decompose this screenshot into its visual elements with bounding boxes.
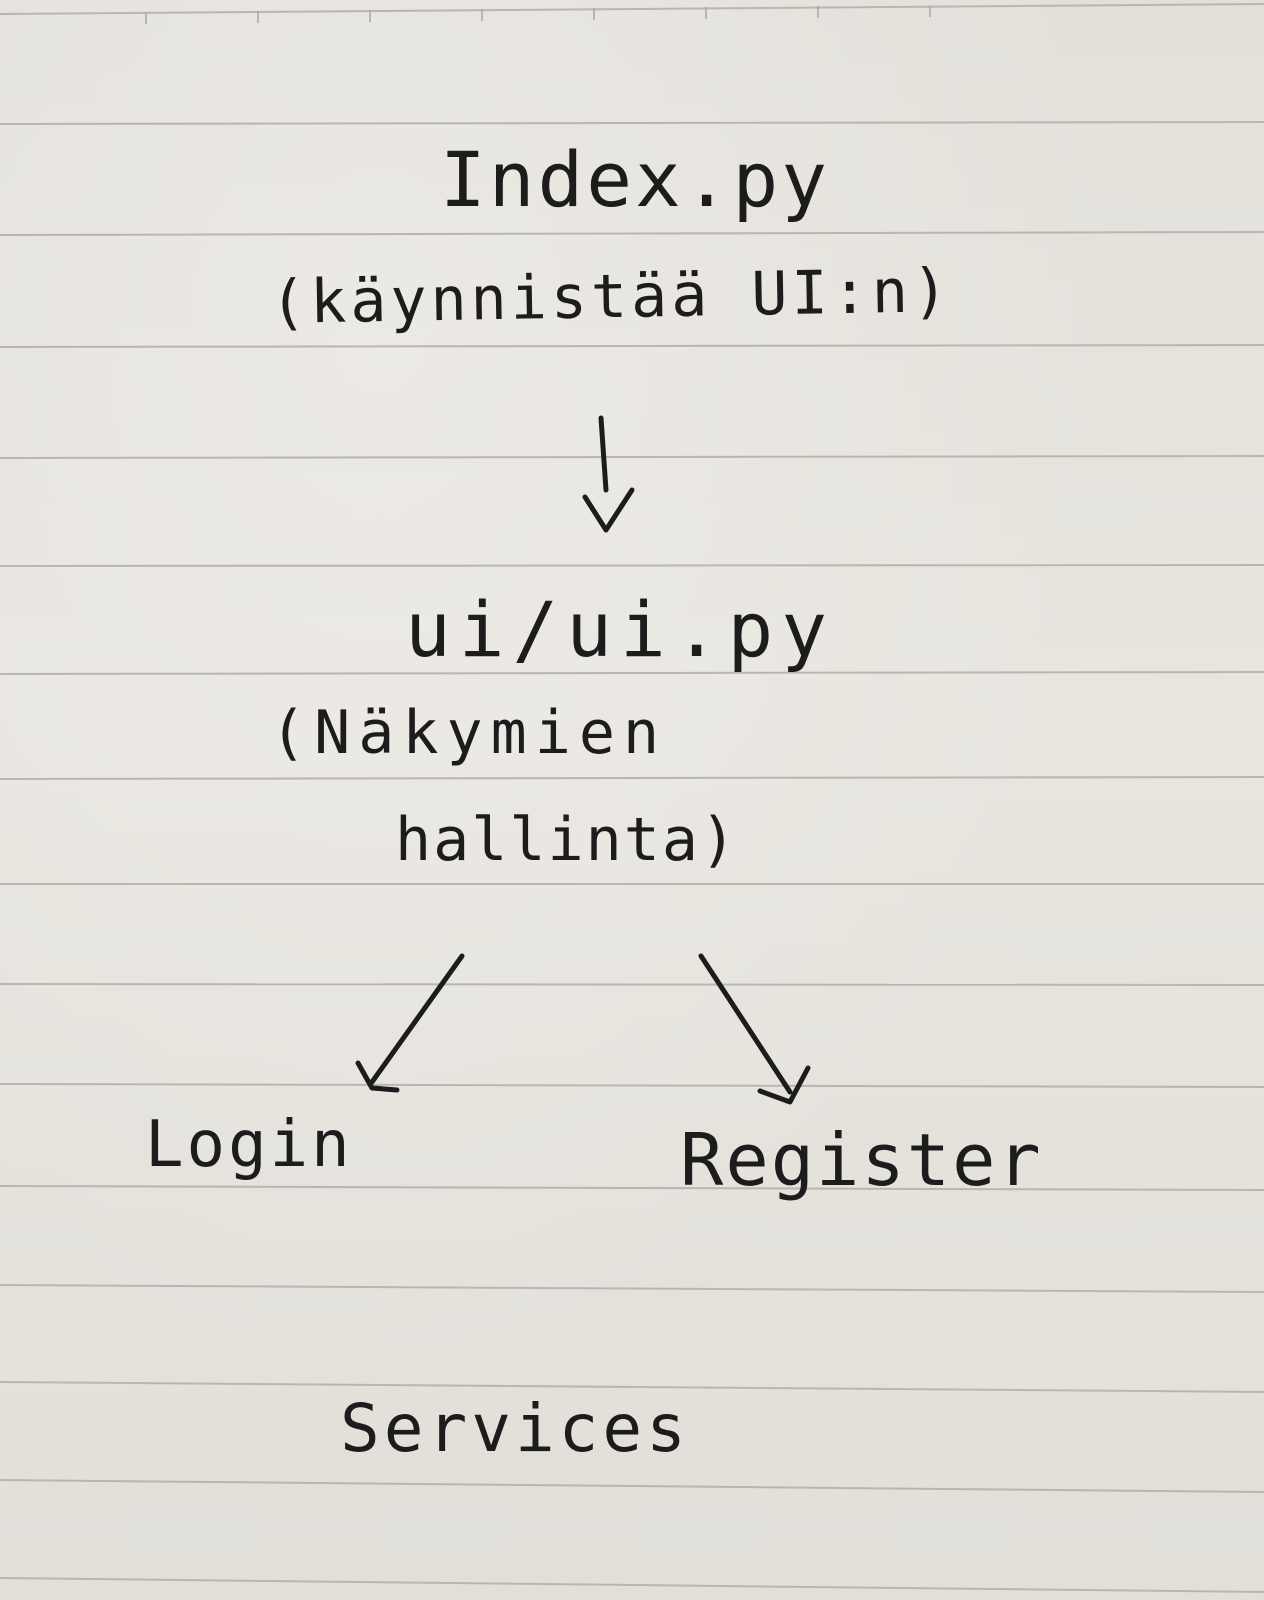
node-index-py: Index.py bbox=[440, 135, 831, 224]
node-index-py-note: (käynnistää UI:n) bbox=[269, 256, 953, 338]
node-register: Register bbox=[680, 1118, 1043, 1202]
node-ui-py-note-line2: hallinta) bbox=[395, 805, 739, 875]
node-ui-py: ui/ui.py bbox=[405, 585, 836, 674]
node-login: Login bbox=[145, 1108, 353, 1182]
node-services: Services bbox=[340, 1390, 690, 1467]
node-ui-py-note-line1: (Näkymien bbox=[270, 698, 668, 768]
